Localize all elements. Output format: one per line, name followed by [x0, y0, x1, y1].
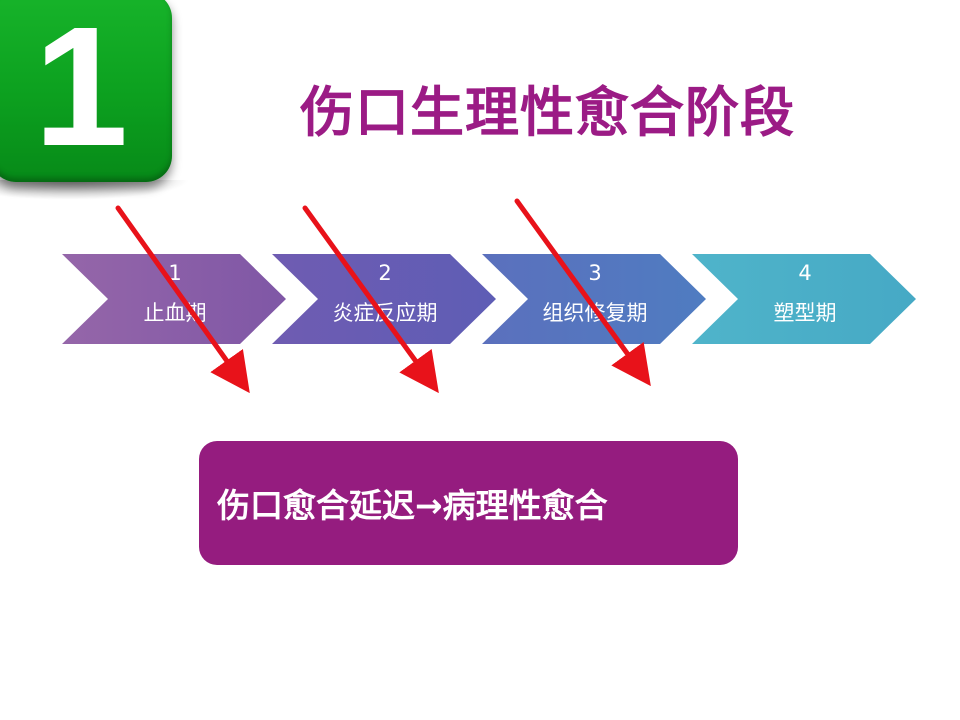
page-title: 伤口生理性愈合阶段 — [300, 81, 795, 144]
stage-1: 1 止血期 — [100, 260, 250, 326]
stage-2: 2 炎症反应期 — [310, 260, 460, 326]
stage-1-number: 1 — [168, 261, 182, 285]
stage-chevron-4 — [692, 254, 916, 344]
callout-box: 伤口愈合延迟→病理性愈合 — [199, 441, 738, 565]
stage-2-label: 炎症反应期 — [332, 301, 438, 325]
stage-4: 4 塑型期 — [730, 260, 880, 326]
stage-4-label: 塑型期 — [773, 301, 837, 325]
stage-4-number: 4 — [798, 261, 812, 285]
stage-3: 3 组织修复期 — [520, 260, 670, 326]
callout-text: 伤口愈合延迟→病理性愈合 — [217, 486, 608, 525]
stage-3-label: 组织修复期 — [542, 301, 648, 325]
stage-1-label: 止血期 — [143, 301, 207, 325]
badge-number: 1 — [33, 0, 129, 182]
badge-shadow — [0, 180, 190, 200]
stage-2-number: 2 — [378, 261, 392, 285]
stage-3-number: 3 — [588, 261, 602, 285]
number-badge: 1 — [0, 0, 172, 182]
